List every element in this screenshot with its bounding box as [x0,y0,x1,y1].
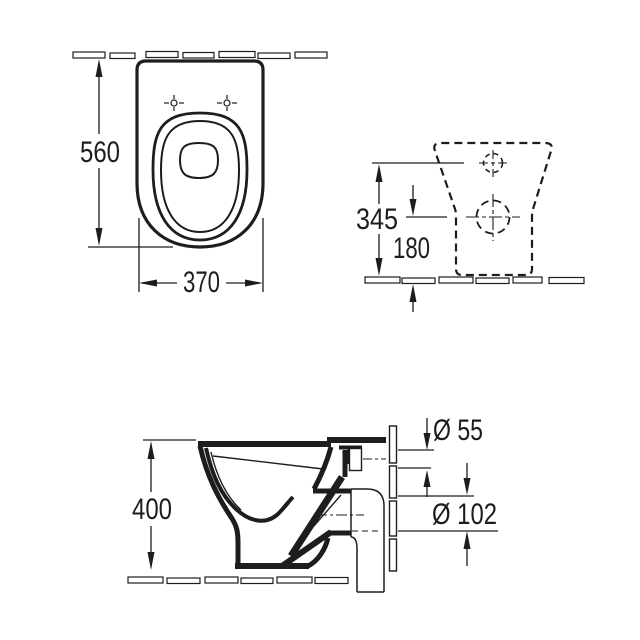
side-floor-hatch [127,576,349,585]
label-outlet-height-180: 180 [393,232,430,265]
dimension-inlet-diameter-55 [398,418,434,497]
rear-floor-hatch [364,276,585,285]
dimension-inlet-height-345 [372,162,464,276]
top-plan-view [72,50,328,292]
inlet-spigot [348,447,363,472]
seat-inner-ring [159,119,241,234]
wall-plate [388,425,398,572]
fixing-hole-marker-right [217,95,237,111]
bowl-interior-lines [210,451,342,544]
label-rim-height-400: 400 [132,493,172,526]
label-outlet-diameter-102: Ø 102 [432,498,497,531]
label-inlet-height-345: 345 [356,203,398,236]
label-width-370: 370 [183,266,220,299]
dimension-rim-height-400 [143,439,196,570]
fixing-hole-marker-left [164,95,184,111]
label-inlet-diameter-55: Ø 55 [433,414,483,447]
side-section-view [127,418,498,593]
outlet-hole-symbol [466,194,520,241]
seat-outer-ring [151,111,249,242]
label-depth-560: 560 [80,136,120,169]
dimension-outlet-height-180 [406,185,447,312]
wall-hatch [72,50,328,60]
dimension-depth-560 [88,59,173,248]
rear-dashed-outline [433,141,553,277]
dimension-labels: 560 370 345 180 400 Ø 55 Ø 102 [80,136,497,531]
dimension-outlet-diameter-102 [398,463,498,566]
rear-view [364,141,585,312]
dimension-width-370 [138,218,264,292]
bowl-outer-outline [135,59,265,249]
drain-opening [178,141,220,180]
outlet-elbow-pipe [316,488,385,593]
inlet-hole-symbol [479,150,507,177]
